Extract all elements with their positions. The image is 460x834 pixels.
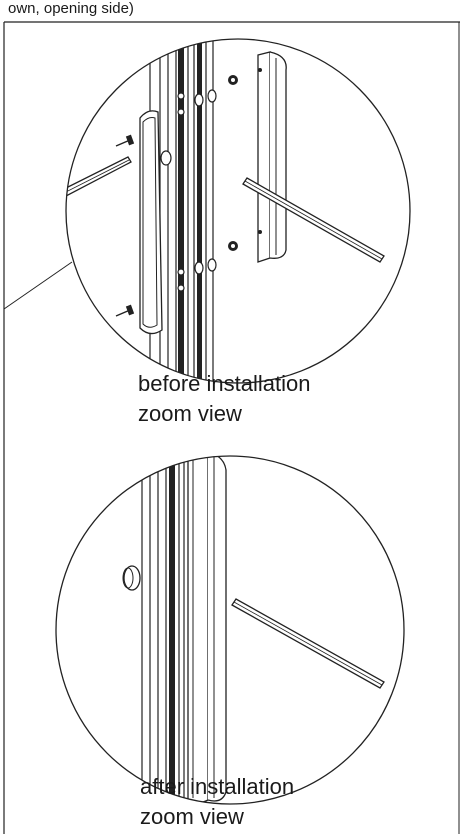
after-caption-line1: after installation (140, 774, 295, 799)
after-circle-outline (55, 455, 405, 805)
header-fragment: own, opening side) (8, 0, 134, 17)
before-caption-line2: zoom view (138, 401, 242, 426)
after-caption-line2: zoom view (140, 804, 244, 829)
before-circle-outline (65, 38, 411, 384)
before-zoom-circle (66, 39, 410, 383)
leader-line (3, 261, 73, 310)
after-zoom-circle (56, 456, 404, 804)
before-caption-line1: before installation (138, 371, 311, 396)
